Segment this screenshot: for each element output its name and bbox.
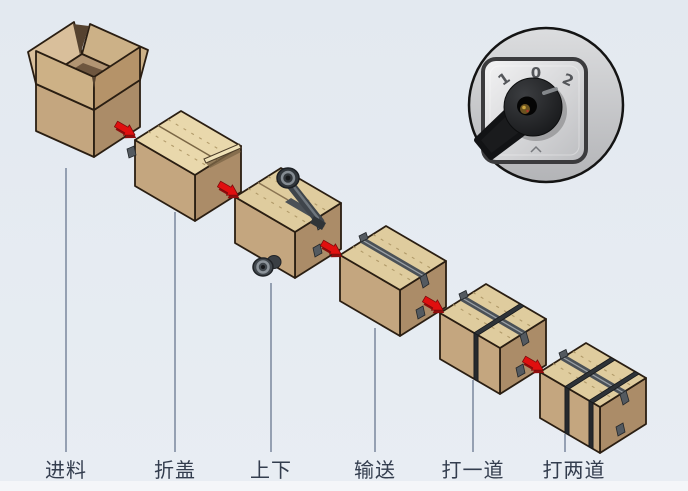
taping-box-seam: [257, 181, 289, 201]
stage-label-convey: 输送: [354, 458, 396, 482]
strap1-box-tape-highlight: [462, 297, 524, 335]
stage-label-feed: 进料: [45, 458, 87, 482]
knob-indicator-mark: [542, 87, 558, 95]
knob-screw-glint: [522, 105, 526, 110]
strap1-front-band: [473, 332, 479, 382]
folded-box-crease: [147, 131, 209, 167]
taped-box-tape-tab: [419, 272, 430, 289]
taped-box-crease: [372, 234, 434, 270]
stage-feed-box: [27, 21, 149, 158]
applicator-arm-highlight: [289, 181, 320, 220]
stage-label-single-strap: 打一道: [442, 458, 505, 482]
taped-box-crease: [352, 246, 414, 282]
taping-box-bottom-tab: [312, 243, 323, 258]
strap2-bottom-tab: [615, 422, 626, 437]
strap2-front-band-a: [564, 385, 570, 436]
selector-switch-inset: 1 0 2: [467, 26, 625, 184]
stage-label-top-bottom-seal: 上下: [250, 458, 292, 482]
roller-hub: [261, 265, 265, 269]
open-box-flap-gap: [73, 24, 89, 55]
applicator-foot: [310, 216, 326, 230]
switch-plate-inner-edge: [489, 65, 580, 156]
folded-box-top-seam: [157, 124, 219, 162]
switch-position-0: 0: [531, 64, 541, 82]
strap2-box-tape-tab: [619, 389, 630, 406]
taped-box-tape-nub: [358, 231, 369, 243]
folded-box-crease: [167, 119, 229, 155]
stage-label-fold-cover: 折盖: [154, 458, 196, 482]
strap2-front-band-b: [588, 399, 594, 450]
tape-applicator-arm: [276, 167, 326, 230]
roller-ring: [256, 260, 270, 274]
stage-top-bottom-seal-box: [234, 167, 342, 279]
footer-strip: [0, 481, 688, 491]
folded-box-lifted-flap: [203, 143, 242, 164]
strap2-box-crease: [572, 351, 634, 387]
stage-convey-box: [339, 225, 447, 337]
strap1-box-tape-nub: [458, 289, 469, 301]
knob-screw: [520, 104, 530, 114]
taped-box-tape-highlight: [362, 239, 424, 277]
strap2-box-crease: [552, 363, 614, 399]
stage-label-double-strap: 打两道: [543, 458, 606, 482]
strap1-box-crease: [472, 292, 534, 328]
strap1-box-tape-tab: [519, 330, 530, 347]
stage-double-strap-box: [539, 342, 647, 454]
strap1-bottom-tab: [515, 363, 526, 378]
taping-box-crease: [247, 188, 309, 224]
stage-single-strap-box: [439, 283, 547, 395]
taped-box-bottom-tab: [415, 305, 426, 320]
open-box-front-flap-notch: [92, 77, 96, 88]
folded-box-side-tab: [126, 145, 137, 159]
stage-fold-cover-box: [126, 110, 242, 222]
strap2-box-tape-nub: [558, 348, 569, 360]
strap1-box-crease: [452, 304, 514, 340]
plate-pointer-mark: [530, 145, 542, 153]
knob-screw-fleck: [526, 109, 529, 113]
bottom-tape-roller: [252, 255, 282, 277]
tape-roll-ring: [280, 170, 296, 186]
tape-roll-hub: [285, 175, 291, 181]
